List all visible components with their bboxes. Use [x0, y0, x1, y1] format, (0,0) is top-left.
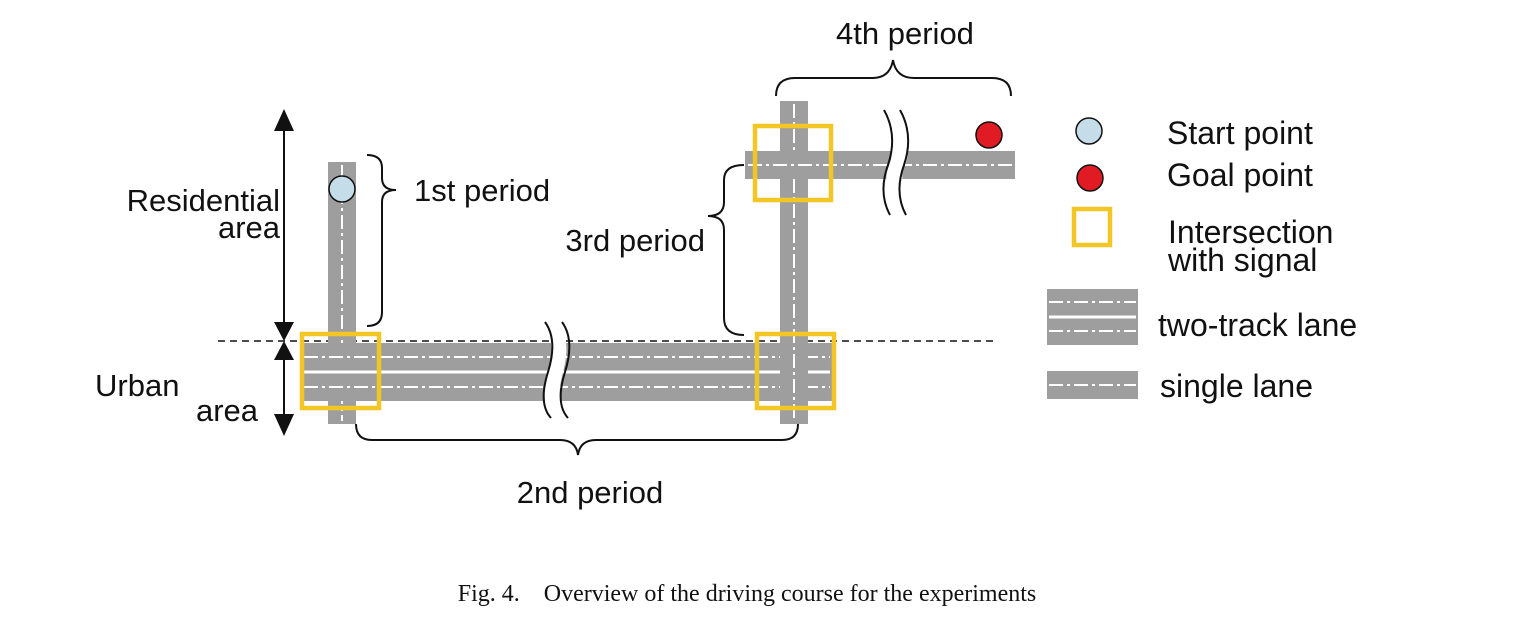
legend: Start point Goal point Intersection with…	[1047, 115, 1357, 404]
legend-start-label: Start point	[1167, 115, 1313, 151]
period3-label: 3rd period	[565, 223, 705, 258]
legend-two-track-icon	[1047, 289, 1138, 345]
residential-label-2: area	[218, 210, 281, 245]
period4-label: 4th period	[836, 16, 974, 51]
brace-period1	[366, 154, 397, 327]
roads	[302, 101, 1015, 424]
road-break-urban	[542, 321, 571, 419]
period2-label: 2nd period	[517, 475, 664, 510]
goal-point	[975, 121, 1003, 149]
figure-caption: Fig. 4. Overview of the driving course f…	[458, 581, 1037, 607]
area-arrows	[274, 109, 294, 436]
urban-label: Urban	[95, 368, 179, 403]
intersection-bottom-left	[299, 331, 382, 411]
residential-label: Residential	[127, 183, 280, 218]
intersection-bottom-right	[754, 331, 837, 411]
brace-period4	[775, 59, 1012, 97]
legend-goal-icon	[1076, 164, 1104, 192]
urban-label-2: area	[196, 393, 259, 428]
legend-goal-label: Goal point	[1167, 157, 1313, 193]
legend-single-lane-label: single lane	[1160, 368, 1313, 404]
intersection-top	[752, 123, 834, 203]
legend-intersection-label: Intersection	[1168, 214, 1333, 250]
period1-label: 1st period	[414, 173, 550, 208]
legend-intersection-label-2: with signal	[1167, 242, 1317, 278]
brace-period3	[707, 164, 745, 336]
legend-two-track-label: two-track lane	[1158, 307, 1357, 343]
legend-start-icon	[1075, 117, 1103, 145]
road-break-top	[882, 109, 910, 216]
brace-period2	[355, 423, 799, 456]
start-point	[328, 175, 356, 203]
legend-intersection-icon	[1071, 206, 1113, 248]
legend-single-lane-icon	[1047, 371, 1138, 399]
